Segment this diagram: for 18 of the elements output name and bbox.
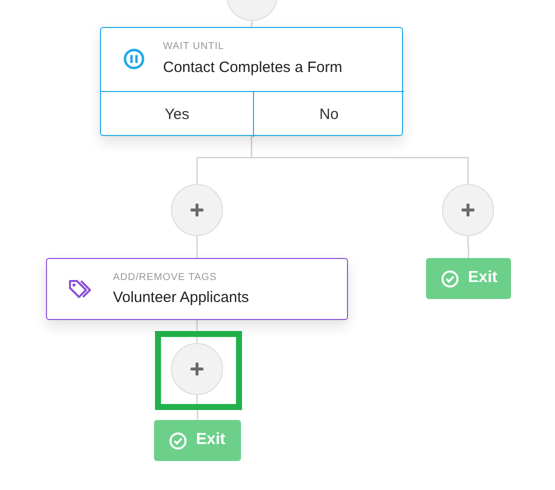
add-step-button xyxy=(171,184,223,236)
exit-label: Exit xyxy=(468,269,498,287)
branch-option-cell: No xyxy=(253,91,404,137)
exit-button xyxy=(154,420,241,461)
step-title: Volunteer Applicants xyxy=(113,289,249,306)
step-type-label: WAIT UNTIL xyxy=(163,41,224,52)
add-step-button xyxy=(442,184,494,236)
connector-line xyxy=(250,136,469,184)
wait-step-card xyxy=(100,27,403,136)
step-type-label: ADD/REMOVE TAGS xyxy=(113,272,217,283)
step-title: Contact Completes a Form xyxy=(163,59,342,76)
add-step-button xyxy=(171,343,223,395)
branch-option-cell: Yes xyxy=(101,91,253,137)
exit-button xyxy=(426,258,511,299)
tag-step-card xyxy=(46,258,348,320)
exit-label: Exit xyxy=(196,431,226,449)
connector-line xyxy=(196,236,198,258)
connector-line xyxy=(467,236,470,258)
